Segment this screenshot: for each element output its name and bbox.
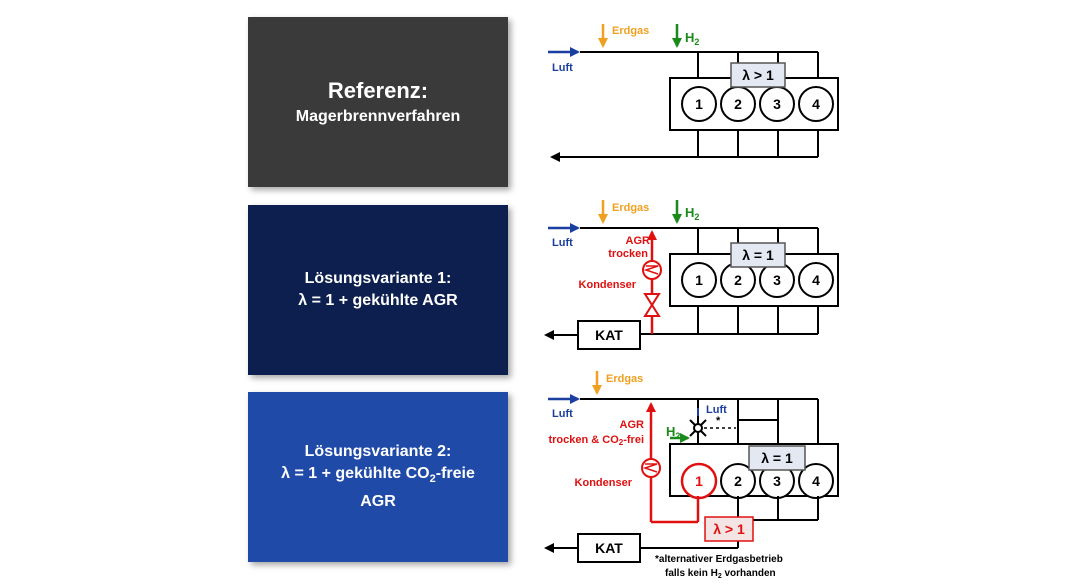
kat-box: [577, 533, 641, 563]
panel-variant-1: Lösungsvariante 1: λ = 1 + gekühlte AGR: [248, 205, 508, 375]
panel-variant-2: Lösungsvariante 2: λ = 1 + gekühlte CO2-…: [248, 392, 508, 562]
footnote-line1: *alternativer Erdgasbetrieb: [655, 554, 783, 565]
erdgas-label: Erdgas: [612, 202, 649, 214]
star-label: *: [716, 415, 721, 427]
lambda-label: λ = 1: [761, 450, 793, 466]
panel-variant-2-title: Lösungsvariante 2:: [304, 443, 452, 461]
cylinder-label: 3: [773, 272, 781, 288]
panel-variant-2-line3: AGR: [360, 492, 396, 510]
valve-icon: [643, 293, 661, 317]
panel-variant-2-subtitle: λ = 1 + gekühlte CO2-freie: [281, 463, 475, 490]
panel-referenz-subtitle: Magerbrennverfahren: [295, 108, 461, 125]
diagram-referenz: Luft Erdgas H2 1 2 3 4 λ > 1: [548, 24, 839, 162]
trocken-label: trocken: [608, 248, 648, 260]
lambda-box: [748, 445, 806, 471]
lambda-label: λ > 1: [742, 67, 774, 83]
lambda-label: λ = 1: [742, 247, 774, 263]
kat-label: KAT: [595, 540, 623, 556]
diagram-variant-1: Luft Erdgas H2 1 2 3 4 λ = 1 KAT AGR: [544, 200, 839, 350]
footnote-line2: falls kein H2 vorhanden: [665, 568, 776, 580]
panel-variant-1-subtitle: λ = 1 + gekühlte AGR: [298, 292, 458, 309]
luft-label: Luft: [552, 62, 573, 74]
panel-variant-2-subtitle-a: λ = 1 + gekühlte CO: [281, 465, 430, 483]
cylinder-label: 4: [812, 96, 820, 112]
panel-variant-2-subtitle-sub: 2: [429, 473, 436, 486]
erdgas-label: Erdgas: [606, 373, 643, 385]
kondenser-label: Kondenser: [579, 279, 637, 291]
cylinder-label: 3: [773, 473, 781, 489]
cylinder-label: 1: [695, 96, 703, 112]
luft-aux-label: Luft: [706, 404, 727, 416]
cylinder-label: 2: [734, 96, 742, 112]
cylinder-label: 4: [812, 473, 820, 489]
cylinder-1: [681, 262, 717, 298]
trocken-co2-label: trocken & CO2-frei: [548, 434, 644, 447]
luft-label: Luft: [552, 237, 573, 249]
h2-label: H2: [685, 205, 699, 222]
panel-referenz: Referenz: Magerbrennverfahren: [248, 17, 508, 187]
agr-label: AGR: [620, 419, 645, 431]
h2-label: H2: [685, 30, 699, 47]
panel-referenz-title: Referenz:: [327, 78, 429, 103]
lambda-box: [730, 242, 786, 268]
kondenser-label: Kondenser: [575, 477, 633, 489]
cylinder-4: [798, 262, 834, 298]
luft-label: Luft: [552, 408, 573, 420]
lambda-gt1-box: [704, 516, 754, 542]
kat-box: [577, 320, 641, 350]
diagram-variant-2: Luft Erdgas Luft * H2 1 2 3 4 λ = 1: [544, 371, 839, 580]
kat-label: KAT: [595, 327, 623, 343]
cylinder-4: [798, 463, 834, 499]
cylinder-label: 4: [812, 272, 820, 288]
h2-label: H2: [666, 424, 680, 441]
agr-label: AGR: [626, 235, 651, 247]
cylinder-4: [798, 86, 834, 122]
cylinder-1: [681, 86, 717, 122]
lambda-gt1-label: λ > 1: [713, 521, 745, 537]
cylinder-label: 1: [695, 272, 703, 288]
cylinder-label: 2: [734, 272, 742, 288]
cylinder-label: 2: [734, 473, 742, 489]
cylinder-label: 3: [773, 96, 781, 112]
erdgas-label: Erdgas: [612, 25, 649, 37]
panel-variant-2-subtitle-b: -freie: [435, 465, 475, 483]
lambda-box: [730, 62, 786, 88]
cylinder-label: 1: [695, 473, 703, 489]
panel-variant-1-title: Lösungsvariante 1:: [304, 270, 452, 287]
